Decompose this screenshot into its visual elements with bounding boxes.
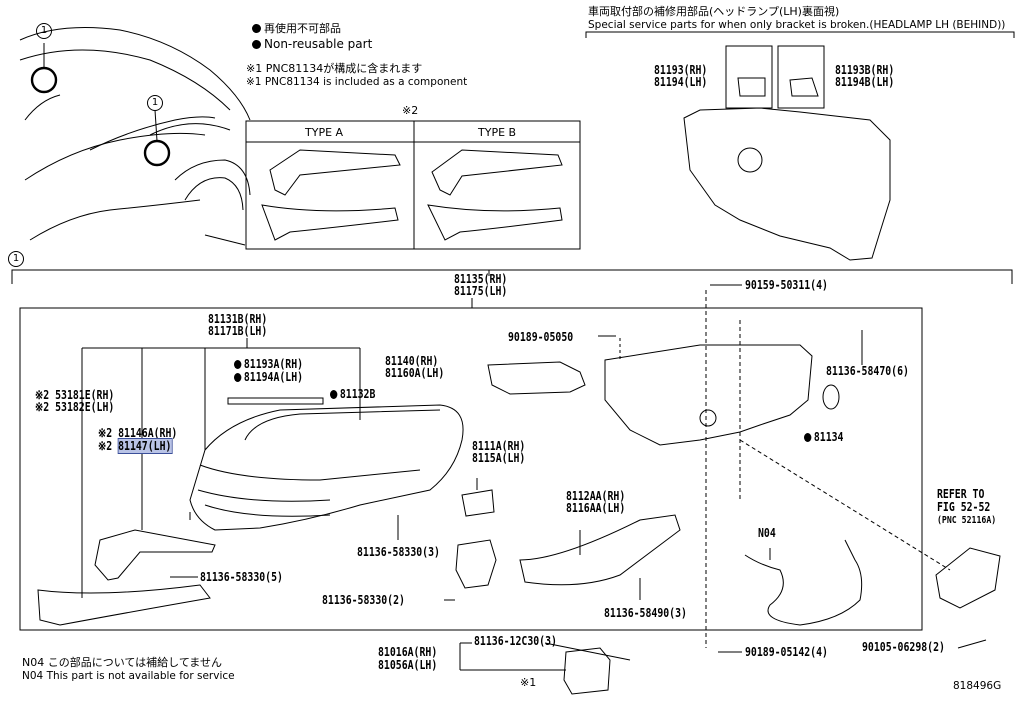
part-81016a[interactable]: 81016A(RH) [378, 645, 438, 659]
nonreusable-dot-icon [234, 360, 242, 369]
wiring-harness [744, 539, 863, 626]
part-90189-05142[interactable]: 90189-05142(4) [745, 645, 828, 659]
part-81194[interactable]: 81194(LH) [654, 75, 708, 89]
part-8116aa[interactable]: 8116AA(LH) [566, 501, 626, 515]
headlamp-lens-outline [189, 404, 464, 531]
part-81136-12c30[interactable]: 81136-12C30(3) [474, 634, 557, 648]
part-81140[interactable]: 81140(RH) [385, 354, 439, 368]
type-comparison-box [245, 120, 581, 250]
note1-mark: ※1 [520, 676, 537, 689]
part-81056a[interactable]: 81056A(LH) [378, 658, 438, 672]
callout-1-badge: 1 [8, 251, 24, 267]
part-81147-highlight[interactable]: 81147(LH) [117, 438, 173, 454]
callout-1-badge: 1 [147, 95, 163, 111]
refer-fig-label[interactable]: FIG 52-52 [937, 500, 991, 514]
part-53181e[interactable]: ※2 53181E(RH) [35, 388, 115, 402]
part-n04[interactable]: N04 [758, 526, 776, 540]
type-b-label: TYPE B [478, 126, 517, 139]
refer-to-label: REFER TO [937, 487, 985, 501]
nonreusable-dot-icon [252, 40, 261, 49]
legend-note1-en: ※1 PNC81134 is included as a component [246, 76, 468, 88]
part-8112aa[interactable]: 8112AA(RH) [566, 489, 626, 503]
part-81160a[interactable]: 81160A(LH) [385, 366, 445, 380]
nonreusable-dot-icon [252, 24, 261, 33]
part-81193b[interactable]: 81193B(RH) [835, 63, 895, 77]
vehicle-front-illustration [19, 27, 251, 246]
legend-nonreusable-jp: 再使用不可部品 [252, 22, 341, 35]
part-81134[interactable]: 81134 [804, 431, 843, 444]
part-81135[interactable]: 81135(RH) [454, 272, 508, 286]
part-81194a[interactable]: 81194A(LH) [234, 371, 303, 384]
part-81131b[interactable]: 81131B(RH) [208, 312, 268, 326]
nonreusable-dot-icon [330, 390, 338, 399]
part-81193a[interactable]: 81193A(RH) [234, 358, 303, 371]
part-81136-58330-2[interactable]: 81136-58330(2) [322, 593, 405, 607]
footnote-jp: N04 この部品については補給してません [22, 656, 222, 669]
rear-view-title-en: Special service parts for when only brac… [588, 19, 1006, 31]
headlamp-rear-view [585, 31, 1015, 261]
part-81175[interactable]: 81175(LH) [454, 284, 508, 298]
part-8115a[interactable]: 8115A(LH) [472, 451, 526, 465]
headlamp-housing [604, 344, 813, 446]
refer-pnc-label: (PNC 52116A) [937, 515, 997, 526]
part-81171b[interactable]: 81171B(LH) [208, 324, 268, 338]
nonreusable-dot-icon [234, 373, 242, 382]
part-90189-05050[interactable]: 90189-05050 [508, 330, 574, 344]
part-90159-50311[interactable]: 90159-50311(4) [745, 278, 828, 292]
part-81147-row[interactable]: ※2 81147(LH) [98, 438, 173, 454]
part-81136-58330-5[interactable]: 81136-58330(5) [200, 570, 283, 584]
part-81136-58330-3[interactable]: 81136-58330(3) [357, 545, 440, 559]
part-81136-58490[interactable]: 81136-58490(3) [604, 606, 687, 620]
figure-id: 818496G [953, 680, 1002, 692]
part-81132b[interactable]: 81132B [330, 388, 375, 401]
part-8111a[interactable]: 8111A(RH) [472, 439, 526, 453]
rear-view-title-jp: 車両取付部の補修用部品(ヘッドランプ(LH)裏面視) [588, 5, 840, 18]
note2-mark: ※2 [402, 104, 419, 117]
type-a-label: TYPE A [305, 126, 344, 139]
part-81146a[interactable]: ※2 81146A(RH) [98, 426, 178, 440]
part-81194b[interactable]: 81194B(LH) [835, 75, 895, 89]
legend-nonreusable-en: Non-reusable part [252, 38, 372, 51]
part-53182e[interactable]: ※2 53182E(LH) [35, 400, 115, 414]
part-81136-58470[interactable]: 81136-58470(6) [826, 364, 909, 378]
part-90105-06298[interactable]: 90105-06298(2) [862, 640, 945, 654]
callout-1-badge: 1 [36, 23, 52, 39]
part-81193[interactable]: 81193(RH) [654, 63, 708, 77]
legend-note1-jp: ※1 PNC81134が構成に含まれます [246, 62, 423, 75]
assembly-frame [19, 307, 923, 631]
footnote-en: N04 This part is not available for servi… [22, 670, 235, 682]
nonreusable-dot-icon [804, 433, 812, 442]
